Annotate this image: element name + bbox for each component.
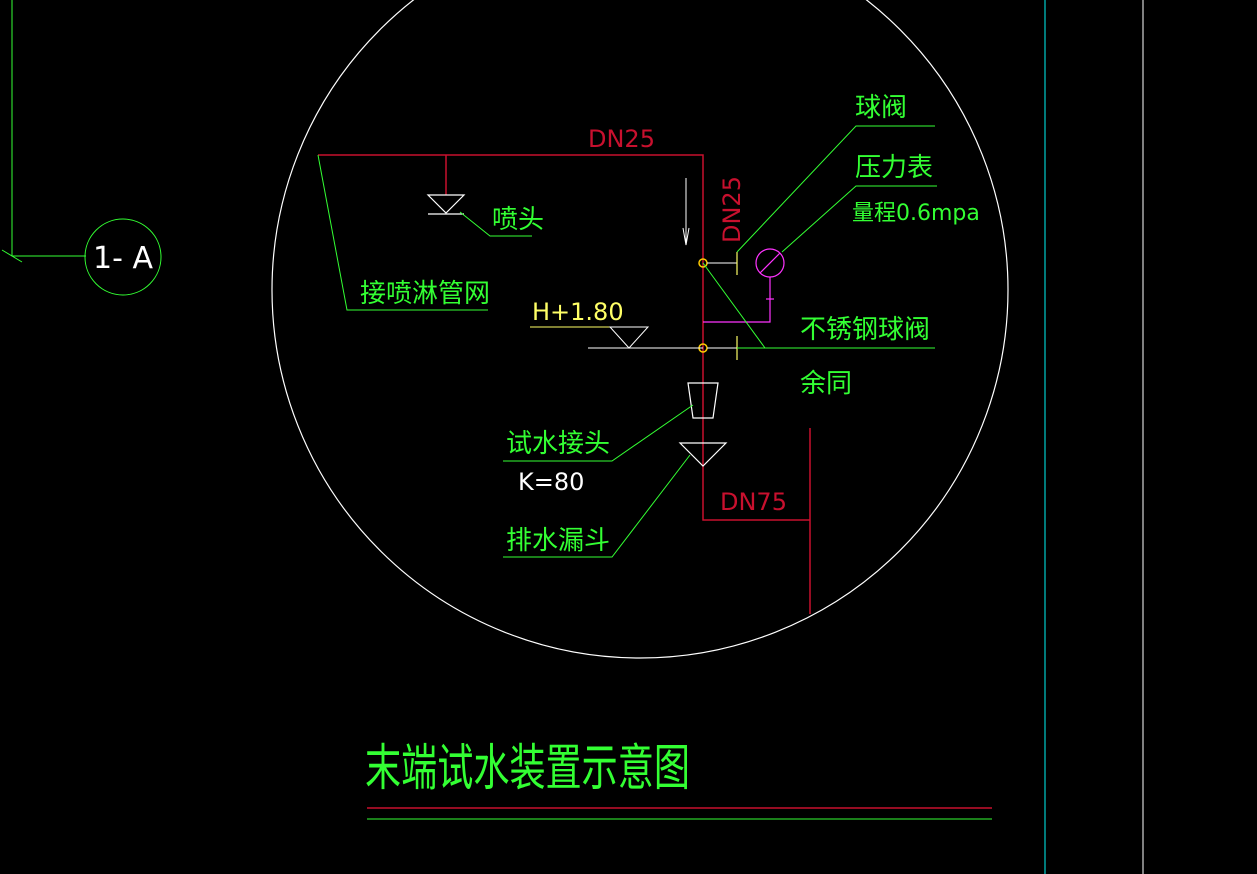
pipe-size-drain: DN75 — [720, 488, 787, 516]
test-connector-leader — [503, 404, 694, 462]
coefficient-label: K=80 — [518, 468, 584, 496]
pressure-gauge-leader — [781, 185, 937, 253]
label-pressure-gauge: 压力表 — [855, 153, 933, 183]
pipe-size-top: DN25 — [588, 125, 655, 153]
drain-funnel-symbol — [678, 442, 728, 467]
top-pipe — [318, 154, 810, 521]
sprinkler-leader — [459, 211, 532, 237]
label-gauge-range: 量程0.6mpa — [852, 201, 980, 226]
drain-funnel-leader — [503, 454, 691, 558]
grid-bubble — [84, 218, 162, 296]
label-sprinkler-network: 接喷淋管网 — [360, 279, 490, 309]
label-rest-same: 余同 — [800, 369, 852, 399]
elevation-label: H+1.80 — [532, 298, 624, 326]
pressure-gauge-needle — [759, 252, 781, 274]
flow-arrowhead — [682, 227, 690, 246]
label-ball-valve: 球阀 — [855, 93, 907, 123]
label-sprinkler-head: 喷头 — [492, 205, 544, 235]
drawing-title: 末端试水装置示意图 — [365, 739, 690, 797]
stainless-valve-leader-diag — [702, 262, 766, 349]
label-stainless-ball-valve: 不锈钢球阀 — [800, 315, 930, 345]
grid-leader-tick — [1, 249, 23, 263]
grid-bubble-label: 1- A — [93, 241, 153, 276]
label-test-connector: 试水接头 — [506, 429, 610, 459]
pressure-gauge-pipe — [703, 277, 771, 323]
pipe-size-vertical: DN25 — [718, 176, 746, 243]
detail-circle — [271, 0, 1009, 659]
ball-valve-leader — [736, 125, 935, 253]
sprinkler-head-symbol — [426, 194, 466, 214]
label-drain-funnel: 排水漏斗 — [506, 526, 610, 556]
elevation-symbol — [608, 326, 650, 349]
grid-leader-line — [11, 0, 86, 257]
network-leader — [317, 154, 488, 311]
